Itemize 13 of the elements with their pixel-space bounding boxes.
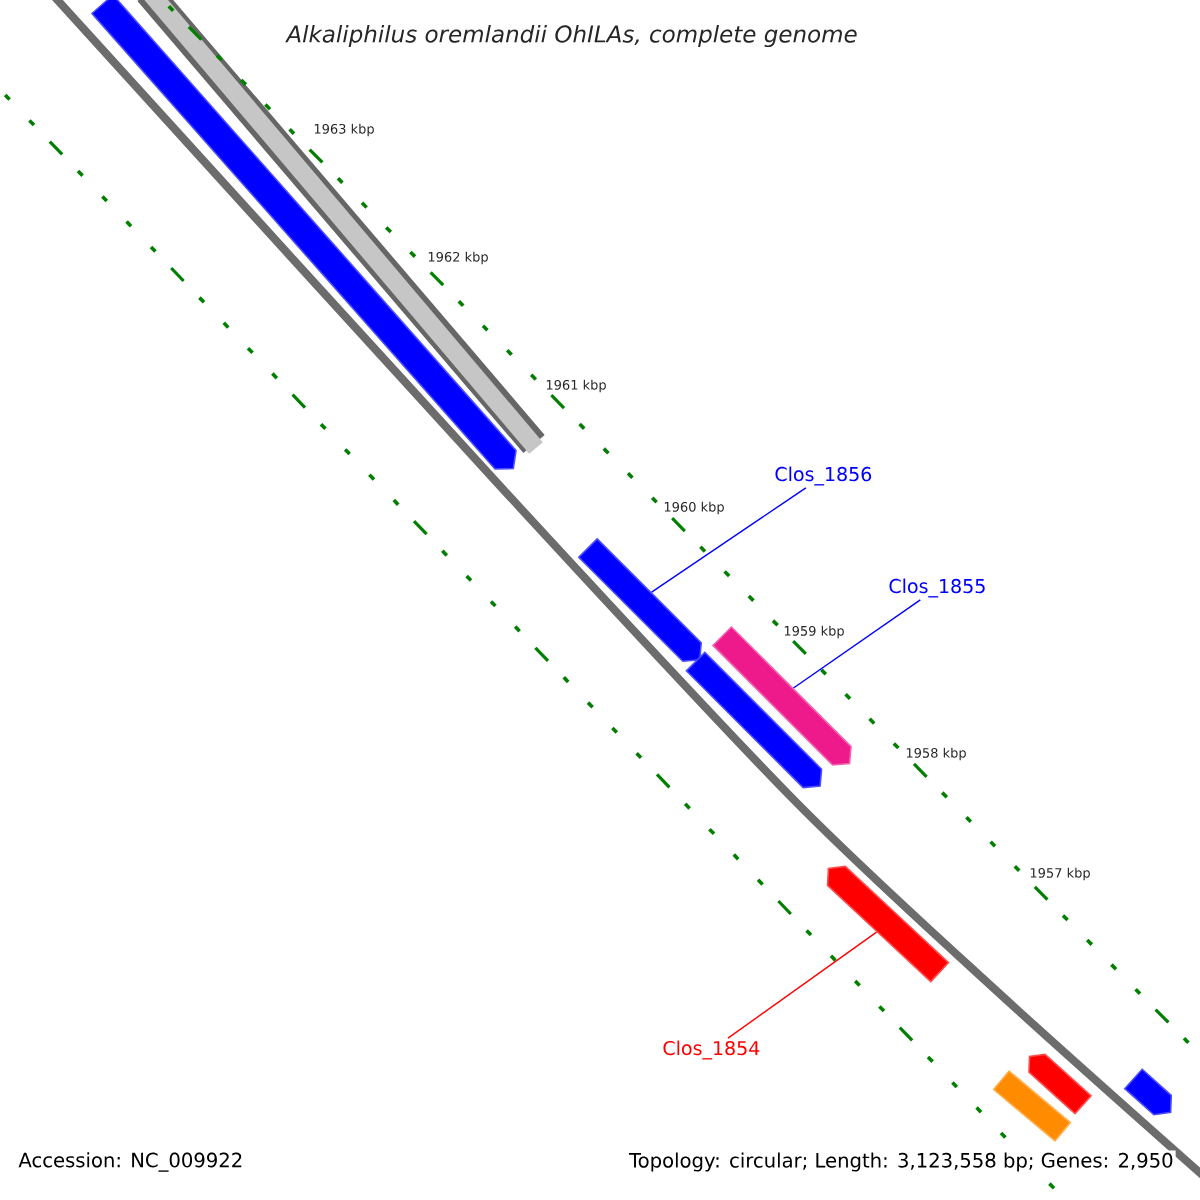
gene-label: Clos_1855	[889, 578, 985, 598]
title: Alkaliphilus oremlandii OhILAs, complete genome	[285, 24, 857, 48]
accession-text: Accession: NC_009922	[18, 1152, 242, 1172]
gene-label: Clos_1856	[775, 466, 872, 486]
leader-line	[792, 599, 922, 689]
leader-line	[727, 931, 878, 1039]
gene-feature	[826, 865, 950, 983]
leader-line	[650, 487, 807, 593]
gene-label: Clos_1854	[663, 1040, 760, 1060]
gene-feature	[1028, 1053, 1093, 1115]
gene-feature	[685, 651, 823, 789]
gene-feature	[1123, 1068, 1173, 1116]
genome-info-text: Topology: circular; Length: 3,123,558 bp; Genes: 2,950	[627, 1150, 1176, 1174]
